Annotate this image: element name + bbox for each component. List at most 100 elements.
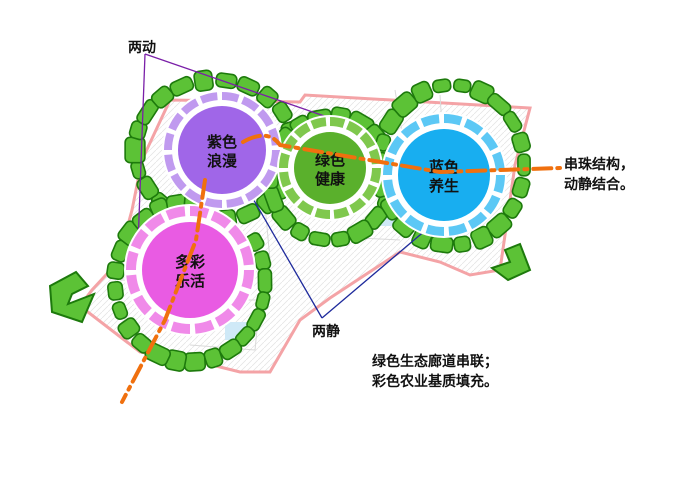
corridor-blob [502, 110, 523, 133]
zone-ring-segment [199, 92, 218, 104]
corridor-blob [452, 78, 472, 94]
zone-ring-segment [314, 208, 330, 219]
zone-ring-segment [260, 169, 276, 188]
zone-ring-segment [483, 194, 501, 215]
zone-ring-segment [425, 224, 444, 236]
zone-ring-segment [310, 117, 327, 130]
zone-ring-segment [383, 179, 396, 199]
corridor-blob [511, 176, 531, 199]
zone-ring-segment [231, 290, 250, 312]
zone-ring-segment [389, 198, 408, 219]
zone-ring-segment [279, 171, 292, 188]
corridor-blob [107, 280, 124, 301]
zone-ring-segment [387, 135, 405, 156]
zone-ring-segment [164, 154, 176, 173]
zone-ring-segment [362, 184, 378, 201]
zone-ring-segment [126, 250, 139, 270]
zone-ring-segment [130, 228, 149, 250]
zone-core [178, 106, 266, 194]
corridor-blob [271, 101, 293, 124]
zone-ring-segment [210, 210, 232, 229]
zone-ring-segment [330, 117, 346, 128]
zone-label-line2: 健康 [315, 170, 346, 188]
zone-label-line1: 紫色 [207, 133, 237, 151]
zone-ring-segment [370, 168, 381, 184]
zone-ring-segment [480, 131, 499, 152]
zone-ring-segment [297, 200, 314, 216]
zone-ring-segment [293, 122, 311, 139]
label-corridor: 绿色生态廊道串联； 彩色农业基质填充。 [372, 352, 498, 392]
zone-ring-segment [257, 108, 274, 127]
corridor-blob [117, 317, 141, 340]
zone-ring-segment [180, 98, 199, 115]
static-lines [247, 189, 441, 319]
corridor-blob [502, 197, 523, 219]
zone-ring-segment [226, 196, 245, 208]
zone-ring-segment [284, 187, 301, 205]
zone-ring-segment [222, 92, 240, 103]
corridor-blob [183, 351, 207, 372]
zone-ring-segment [448, 223, 468, 236]
zone-ring-segment [463, 118, 484, 136]
dynamic-lines [137, 53, 331, 246]
corridor-blob [203, 347, 224, 369]
corridor-blob [410, 80, 434, 104]
label-corridor-line1: 绿色生态廊道串联； [372, 354, 498, 370]
zone-ring-segment [349, 197, 367, 214]
zone-ring-segment [170, 321, 190, 334]
zone-ring-segment [168, 112, 184, 131]
zone-ring-segment [493, 175, 505, 194]
label-string-line1: 串珠结构， [564, 157, 634, 173]
right-arrow [489, 242, 532, 282]
zone-ring-segment [126, 274, 141, 295]
zone-ring-segment [444, 114, 463, 126]
zone-ring-segment [400, 120, 421, 139]
zone-ring-segment [184, 188, 203, 204]
left-arrow [48, 270, 96, 324]
zone-ring-segment [194, 319, 215, 334]
zone-ring-segment [359, 131, 376, 149]
corridor-blob [511, 131, 531, 154]
zone-ring-segment [228, 224, 247, 246]
corridor-blob [256, 85, 279, 109]
zone-ring-segment [170, 173, 187, 192]
zone-ring-segment [241, 270, 254, 290]
zone-ring-segment [133, 294, 152, 316]
label-two-dynamic: 两动 [128, 40, 156, 56]
corridor-blob [308, 231, 331, 248]
label-string-line2: 动静结合。 [564, 177, 634, 193]
zone-ring-segment [245, 185, 264, 202]
label-string-structure: 串珠结构， 动静结合。 [564, 155, 634, 195]
corridor-blob [235, 202, 261, 225]
corridor-blob [391, 91, 419, 118]
zone-core [398, 129, 490, 221]
zone-ring-segment [144, 213, 166, 232]
corridor-blob [150, 85, 175, 109]
corridor-blob [290, 221, 310, 242]
corridor-blob [193, 69, 214, 92]
zone-ring-segment [239, 245, 254, 266]
corridor-blob [330, 230, 351, 248]
zone-ring-segment [467, 211, 488, 230]
label-two-static: 两静 [312, 324, 340, 340]
corridor-blob [431, 78, 452, 94]
label-corridor-line2: 彩色农业基质填充。 [372, 374, 498, 390]
corridor-blob [106, 261, 126, 281]
corridor-blob [218, 338, 243, 361]
zone-ring-segment [241, 96, 260, 112]
zone-core [142, 222, 238, 318]
zone-ring-segment [165, 206, 186, 221]
zone-ring-segment [404, 214, 425, 232]
corridor-blob [169, 75, 195, 97]
corridor-blob [111, 301, 129, 320]
zone-ring-segment [346, 120, 363, 136]
zone-label-line2: 养生 [428, 177, 459, 195]
zone-label-line2: 浪漫 [207, 152, 238, 170]
corridor-blob [517, 153, 531, 177]
corridor-blob [136, 175, 160, 201]
zone-ring-segment [420, 114, 440, 127]
